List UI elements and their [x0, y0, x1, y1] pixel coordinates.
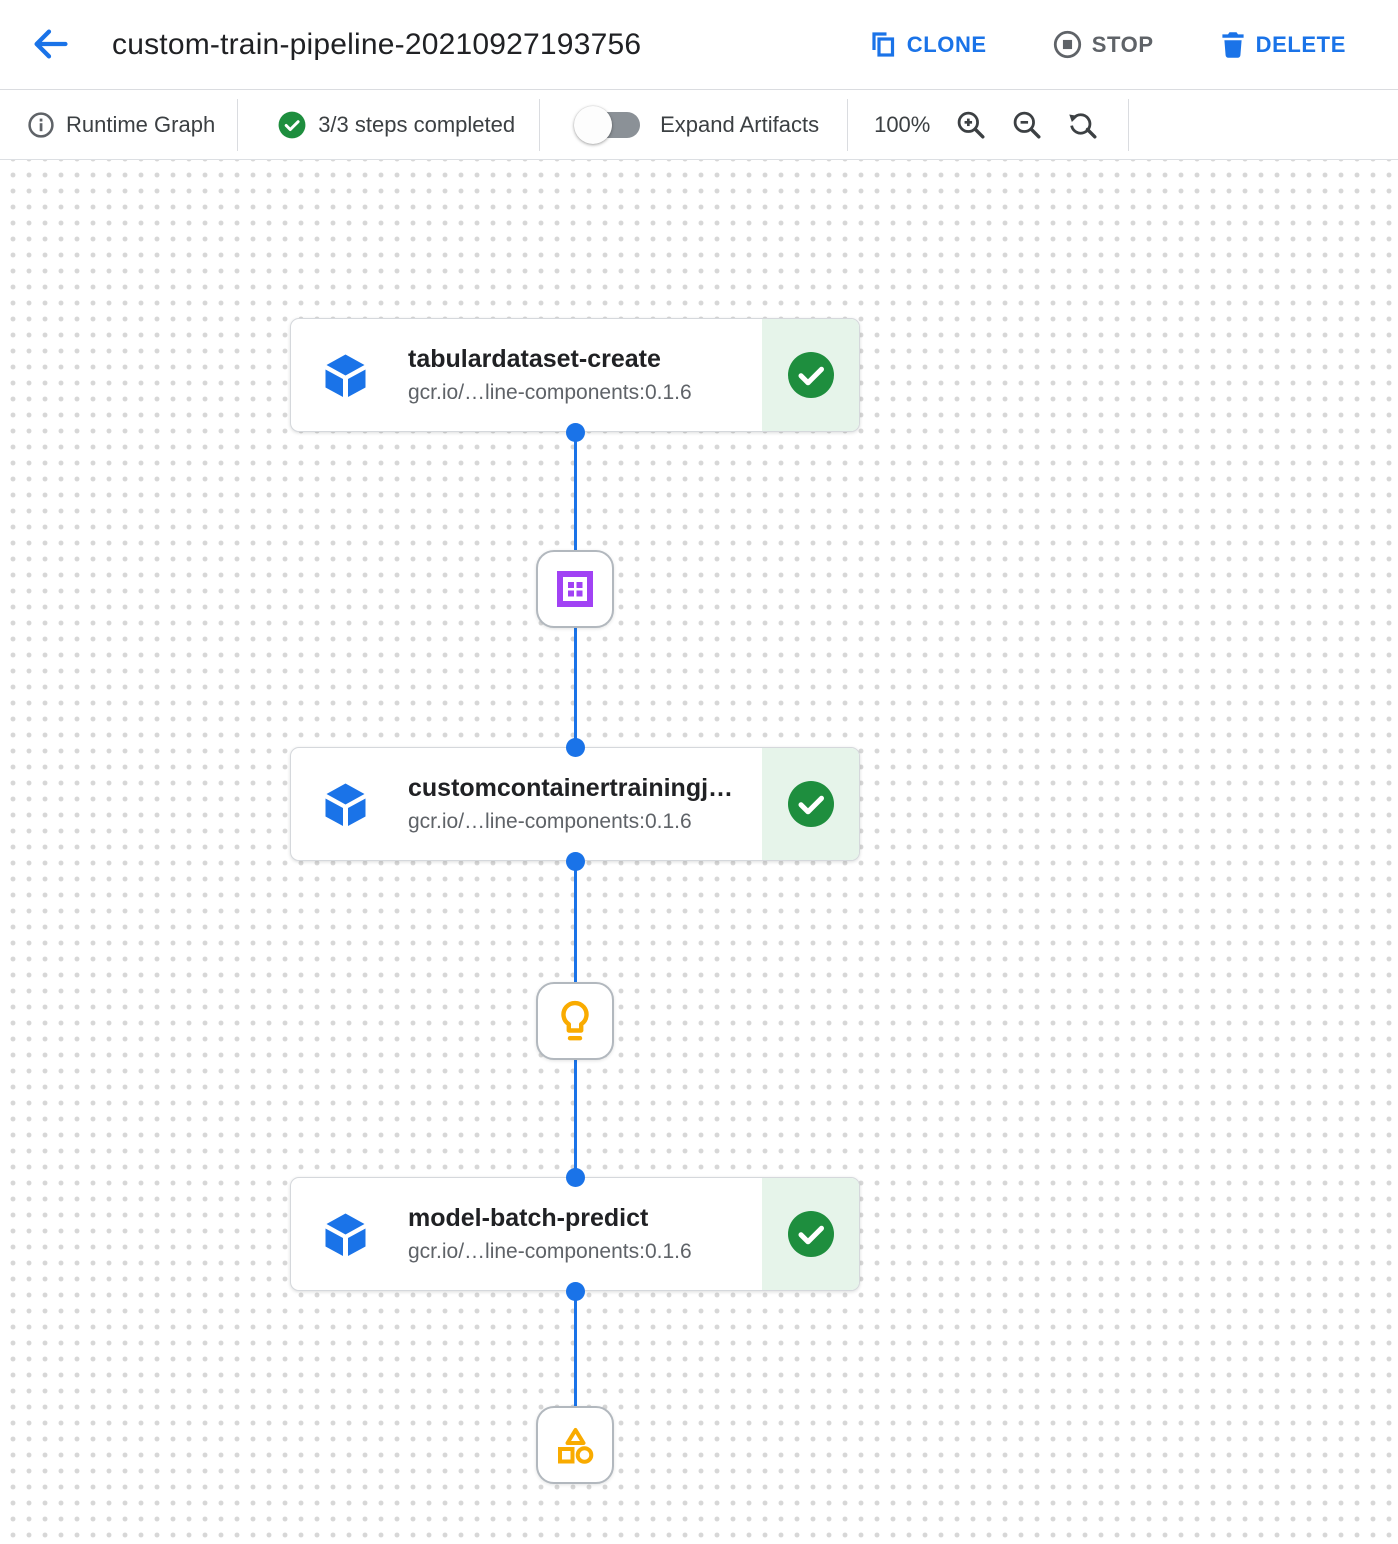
pipeline-step-node[interactable]: model-batch-predict gcr.io/…line-compone… [290, 1177, 860, 1291]
check-circle-icon [787, 781, 834, 827]
expand-artifacts-toggle[interactable] [574, 105, 642, 145]
step-text: customcontainertrainingj… gcr.io/…line-c… [408, 774, 741, 834]
step-container-image: gcr.io/…line-components:0.1.6 [408, 810, 692, 833]
delete-label: DELETE [1255, 31, 1346, 57]
zoom-level: 100% [874, 111, 931, 137]
expand-artifacts-group: Expand Artifacts [574, 105, 819, 145]
view-mode-group: Runtime Graph [28, 112, 215, 138]
header-actions: CLONE STOP DELETE [870, 30, 1346, 59]
step-status-completed [762, 748, 859, 860]
step-text: tabulardataset-create gcr.io/…line-compo… [408, 345, 700, 405]
edge-artifact1-step2 [573, 628, 577, 747]
back-button[interactable] [22, 17, 78, 73]
toolbar-divider [847, 98, 849, 151]
page-title: custom-train-pipeline-20210927193756 [112, 27, 642, 61]
page-header: custom-train-pipeline-20210927193756 CLO… [0, 0, 1398, 90]
step-container-image: gcr.io/…line-components:0.1.6 [408, 381, 692, 404]
zoom-out-icon [1014, 111, 1041, 138]
clone-button[interactable]: CLONE [870, 31, 987, 58]
zoom-reset-icon [1069, 112, 1097, 138]
component-cube-icon [321, 1211, 370, 1258]
clone-label: CLONE [906, 31, 987, 57]
step-title: customcontainertrainingj… [408, 774, 734, 802]
view-mode-label: Runtime Graph [66, 111, 216, 137]
check-circle-icon [787, 1211, 834, 1257]
component-cube-icon [321, 352, 370, 399]
graph-toolbar: Runtime Graph 3/3 steps completed Expand… [0, 90, 1398, 160]
arrow-left-icon [33, 29, 68, 59]
step-title: tabulardataset-create [408, 345, 661, 373]
clone-icon [872, 32, 894, 57]
delete-button[interactable]: DELETE [1220, 30, 1346, 59]
step-container-image: gcr.io/…line-components:0.1.6 [408, 1240, 692, 1263]
trash-icon [1222, 32, 1244, 58]
input-port-dot [565, 737, 585, 757]
zoom-reset-button[interactable] [1068, 110, 1098, 140]
artifact-node-model[interactable] [536, 982, 614, 1060]
zoom-out-button[interactable] [1012, 110, 1042, 140]
steps-status-group: 3/3 steps completed [278, 111, 515, 139]
zoom-in-icon [958, 111, 985, 138]
input-port-dot [565, 1167, 585, 1187]
edge-step1-artifact1 [573, 432, 577, 552]
expand-artifacts-label: Expand Artifacts [660, 111, 820, 137]
step-title: model-batch-predict [408, 1204, 649, 1232]
stop-label: STOP [1091, 31, 1154, 57]
zoom-controls: 100% [874, 110, 1098, 140]
edge-step3-artifact3 [573, 1291, 577, 1406]
pipeline-step-node[interactable]: customcontainertrainingj… gcr.io/…line-c… [290, 747, 860, 861]
pipeline-graph-canvas[interactable]: tabulardataset-create gcr.io/…line-compo… [0, 160, 1398, 1544]
zoom-in-button[interactable] [956, 110, 986, 140]
dataset-artifact-icon [557, 571, 593, 607]
toolbar-divider [539, 98, 541, 151]
steps-completed-label: 3/3 steps completed [318, 111, 516, 137]
toolbar-divider [1128, 98, 1130, 151]
component-cube-icon [321, 781, 370, 828]
pipeline-step-node[interactable]: tabulardataset-create gcr.io/…line-compo… [290, 318, 860, 432]
artifact-node-system[interactable] [536, 1406, 614, 1484]
edge-step2-artifact2 [573, 861, 577, 982]
step-status-completed [762, 319, 859, 431]
toolbar-divider [237, 98, 239, 151]
output-port-dot [565, 851, 585, 871]
step-status-completed [762, 1178, 859, 1290]
check-circle-icon [787, 352, 834, 398]
output-port-dot [565, 422, 585, 442]
step-text: model-batch-predict gcr.io/…line-compone… [408, 1204, 700, 1264]
output-port-dot [565, 1281, 585, 1301]
toggle-knob [574, 105, 613, 144]
steps-completed-check-icon [278, 111, 306, 139]
edge-artifact2-step3 [573, 1060, 577, 1177]
stop-icon [1053, 30, 1081, 59]
stop-button[interactable]: STOP [1053, 30, 1154, 59]
info-icon[interactable] [28, 111, 54, 138]
model-artifact-icon [561, 1000, 589, 1041]
artifact-node-dataset[interactable] [536, 550, 614, 628]
system-artifact-icon [558, 1428, 594, 1464]
